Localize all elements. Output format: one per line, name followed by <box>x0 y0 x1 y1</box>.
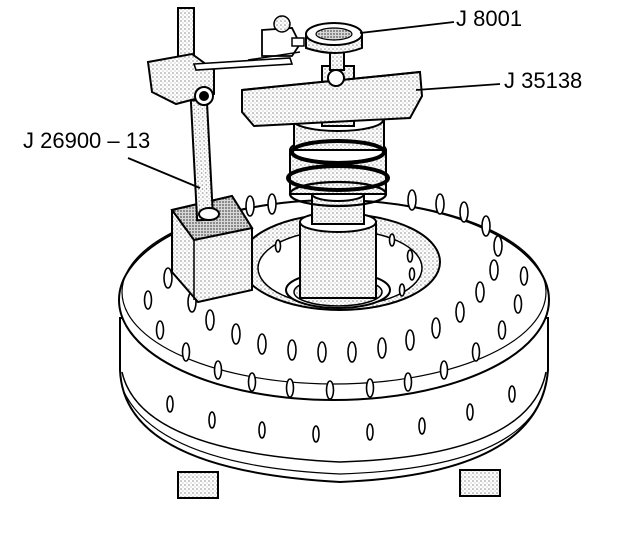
leader-lines <box>127 21 501 189</box>
callout-j26900-13: J 26900 – 13 <box>23 128 151 153</box>
stand-lower-post <box>189 98 215 222</box>
callout-j8001: J 8001 <box>456 6 523 31</box>
leader-j8001 <box>359 21 455 34</box>
converter-foot-right <box>459 469 501 497</box>
dial-indicator <box>247 15 305 61</box>
leader-j26900 <box>127 157 201 189</box>
turbine-shaft <box>299 221 377 299</box>
tool-stack <box>241 22 424 299</box>
j8001-knob <box>305 22 363 71</box>
callout-j35138: J 35138 <box>504 68 583 93</box>
converter-foot-left <box>177 471 219 499</box>
blade-slots <box>143 189 529 443</box>
indicator-arm <box>192 57 294 71</box>
leader-j35138 <box>415 83 501 91</box>
indicator-stand <box>146 7 305 222</box>
